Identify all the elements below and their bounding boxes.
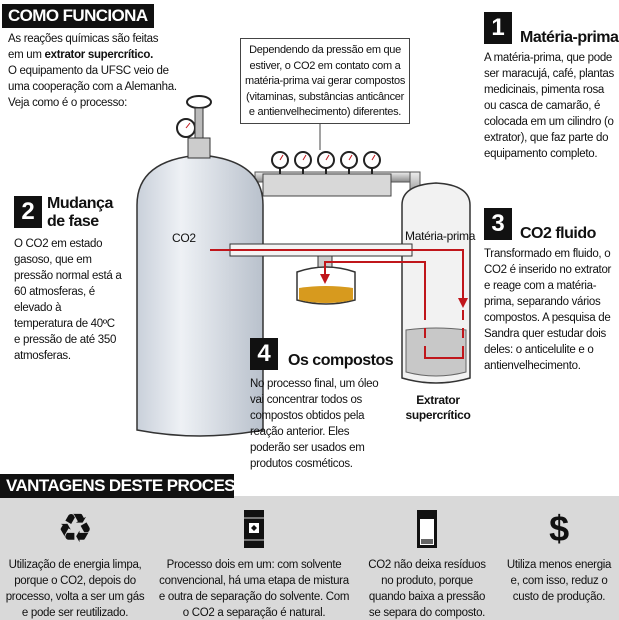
pressure-callout: Dependendo da pressão em que estiver, o …: [240, 38, 410, 124]
advantage-item: $ Utiliza menos energia e, com isso, red…: [502, 505, 616, 605]
oil-collector: [296, 255, 356, 305]
extractor-inner-label: Matéria-prima: [405, 229, 476, 243]
step-number-1: 1: [484, 12, 512, 44]
advantages-panel: [0, 496, 619, 620]
advantage-item: ♻ Utilização de energia limpa, porque o …: [2, 505, 148, 620]
dollar-icon: $: [549, 508, 569, 549]
arrow-down-icon: [458, 298, 468, 308]
gauge-icon: [363, 151, 381, 174]
step-title-4: Os compostos: [288, 352, 394, 369]
section-title-como-funciona: COMO FUNCIONA: [2, 4, 154, 28]
gauge-icon: [271, 151, 289, 174]
tank-label: CO2: [172, 231, 196, 245]
arrow-down-icon: [320, 274, 330, 284]
co2-flow-arrows: [210, 249, 464, 359]
extractor-cylinder: [401, 182, 471, 384]
step-text-1: A matéria-prima, que pode ser maracujá, …: [484, 52, 614, 160]
intro-text-span: em um: [8, 49, 45, 61]
step-number-4: 4: [250, 338, 278, 370]
step-number-3: 3: [484, 208, 512, 240]
intro-line: O equipamento da UFSC veio de: [8, 65, 169, 77]
intro-bold: extrator supercrítico.: [44, 49, 154, 61]
section-title-vantagens: VANTAGENS DESTE PROCESSO: [0, 474, 259, 498]
step-title-1: Matéria-prima: [520, 29, 619, 46]
gauge-icon: [294, 151, 312, 174]
intro-line: em um extrator supercrítico.: [8, 47, 208, 63]
advantage-text: Processo dois em um: com solvente conven…: [158, 559, 350, 619]
step-number-2: 2: [14, 196, 42, 228]
barrel-icon: [158, 505, 350, 553]
gauge-icon: [317, 151, 335, 174]
advantage-text: CO2 não deixa resíduos no produto, porqu…: [368, 559, 486, 619]
step-text-2: O CO2 em estado gasoso, que em pressão n…: [14, 238, 122, 362]
step-text-4: No processo final, um óleo vai concentra…: [250, 378, 379, 470]
advantage-text: Utilização de energia limpa, porque o CO…: [5, 559, 145, 619]
advantage-item: CO2 não deixa resíduos no produto, porqu…: [362, 505, 492, 620]
manifold: [262, 173, 392, 197]
intro-line: As reações químicas são feitas: [8, 33, 159, 45]
intro-line: uma cooperação com a Alemanha.: [8, 81, 177, 93]
extraction-diagram: [136, 95, 471, 437]
step-title-3: CO2 fluido: [520, 225, 596, 242]
advantage-item: Processo dois em um: com solvente conven…: [158, 505, 350, 620]
recycle-icon: ♻: [57, 507, 93, 551]
container-residue-icon: [362, 505, 492, 553]
intro-text: As reações químicas são feitas em um ext…: [8, 31, 208, 111]
step-text-3: Transformado em fluido, o CO2 é inserido…: [484, 248, 612, 372]
intro-line: Veja como é o processo:: [8, 97, 128, 109]
step-title-2: Mudança de fase: [47, 195, 113, 230]
gauge-icon: [340, 151, 358, 174]
advantage-text: Utiliza menos energia e, com isso, reduz…: [506, 559, 612, 603]
co2-tank: [136, 95, 264, 437]
pressure-gauges: [271, 151, 381, 174]
extractor-label: Extrator supercrítico: [405, 393, 471, 422]
